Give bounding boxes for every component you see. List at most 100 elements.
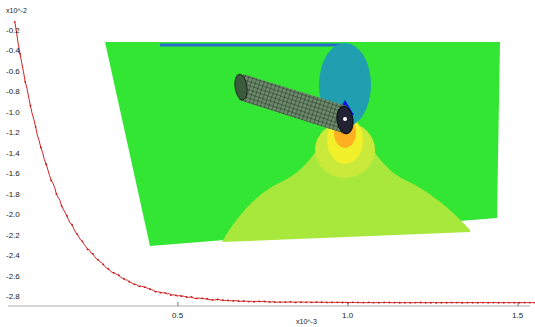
data-point bbox=[243, 300, 245, 302]
data-point bbox=[388, 302, 390, 304]
axis-multiplier: x10^-2 bbox=[6, 6, 27, 15]
data-point bbox=[118, 274, 120, 276]
data-point bbox=[362, 302, 364, 304]
data-point bbox=[503, 302, 505, 304]
data-point bbox=[352, 301, 354, 303]
green-block bbox=[105, 42, 500, 246]
data-point bbox=[50, 180, 52, 182]
data-point bbox=[97, 259, 99, 261]
x-axis bbox=[8, 306, 530, 307]
data-point bbox=[227, 300, 229, 302]
data-point bbox=[274, 301, 276, 303]
data-point bbox=[383, 302, 385, 304]
data-point bbox=[87, 248, 89, 250]
data-point bbox=[409, 302, 411, 304]
stress-bell bbox=[222, 118, 470, 242]
data-point bbox=[165, 292, 167, 294]
data-point bbox=[92, 253, 94, 255]
data-point bbox=[201, 298, 203, 300]
data-point bbox=[123, 278, 125, 280]
data-point bbox=[446, 302, 448, 304]
data-point bbox=[482, 302, 484, 304]
data-point bbox=[425, 302, 427, 304]
data-point bbox=[472, 302, 474, 304]
axis-multiplier: x10^-3 bbox=[296, 317, 317, 326]
x-tick-label: 0.5 bbox=[172, 311, 183, 320]
data-point bbox=[154, 291, 156, 293]
data-point bbox=[71, 224, 73, 226]
data-point bbox=[451, 302, 453, 304]
data-point bbox=[279, 301, 281, 303]
y-tick-label: -0.6 bbox=[6, 67, 20, 76]
x-tick-label: 1.0 bbox=[342, 311, 353, 320]
data-point bbox=[269, 301, 271, 303]
data-point bbox=[290, 301, 292, 303]
data-point bbox=[186, 296, 188, 298]
data-point bbox=[310, 301, 312, 303]
data-point bbox=[305, 301, 307, 303]
data-point bbox=[404, 302, 406, 304]
data-point bbox=[212, 299, 214, 301]
data-point bbox=[300, 301, 302, 303]
data-point bbox=[258, 300, 260, 302]
data-point bbox=[466, 302, 468, 304]
y-tick-label: -2.8 bbox=[6, 292, 20, 301]
data-point bbox=[331, 302, 333, 304]
data-point bbox=[139, 285, 141, 287]
data-point bbox=[128, 281, 130, 283]
data-point bbox=[14, 21, 16, 23]
data-point bbox=[284, 301, 286, 303]
data-point bbox=[134, 283, 136, 285]
data-point bbox=[342, 302, 344, 304]
data-point bbox=[368, 301, 370, 303]
data-point bbox=[430, 302, 432, 304]
data-point bbox=[295, 301, 297, 303]
y-tick-label: -0.4 bbox=[6, 46, 20, 55]
mesh-cylinder bbox=[239, 74, 350, 133]
mesh-center bbox=[343, 117, 347, 121]
data-point bbox=[232, 300, 234, 302]
mesh-front bbox=[335, 105, 355, 135]
data-point bbox=[529, 302, 531, 304]
data-point bbox=[518, 302, 520, 304]
data-point bbox=[264, 301, 266, 303]
data-point bbox=[435, 302, 437, 304]
data-point bbox=[76, 233, 78, 235]
y-tick-label: -1.6 bbox=[6, 169, 20, 178]
data-point bbox=[196, 298, 198, 300]
data-point bbox=[373, 302, 375, 304]
simulation-render bbox=[105, 42, 500, 246]
data-point bbox=[170, 294, 172, 296]
data-point bbox=[316, 301, 318, 303]
data-point bbox=[399, 302, 401, 304]
data-curve bbox=[14, 21, 535, 304]
data-point bbox=[378, 302, 380, 304]
data-point bbox=[144, 286, 146, 288]
data-point bbox=[477, 302, 479, 304]
data-point bbox=[414, 302, 416, 304]
data-point bbox=[66, 215, 68, 217]
data-point bbox=[180, 295, 182, 297]
data-point bbox=[206, 298, 208, 300]
data-point bbox=[456, 302, 458, 304]
data-point bbox=[492, 302, 494, 304]
x-tick-label: 1.5 bbox=[512, 311, 523, 320]
data-point bbox=[30, 105, 32, 107]
data-point bbox=[534, 302, 535, 304]
data-point bbox=[440, 302, 442, 304]
y-tick-label: -2.4 bbox=[6, 251, 20, 260]
data-point bbox=[160, 292, 162, 294]
data-point bbox=[61, 205, 63, 207]
y-tick-label: -2.0 bbox=[6, 210, 20, 219]
y-tick-label: -1.2 bbox=[6, 128, 20, 137]
data-point bbox=[175, 295, 177, 297]
data-point bbox=[40, 146, 42, 148]
mesh-lines bbox=[239, 74, 350, 133]
y-tick-label: -1.8 bbox=[6, 190, 20, 199]
curve-line bbox=[15, 22, 535, 303]
tick bbox=[348, 302, 349, 306]
y-tick-label: -2.6 bbox=[6, 272, 20, 281]
data-point bbox=[498, 302, 500, 304]
data-point bbox=[82, 240, 84, 242]
